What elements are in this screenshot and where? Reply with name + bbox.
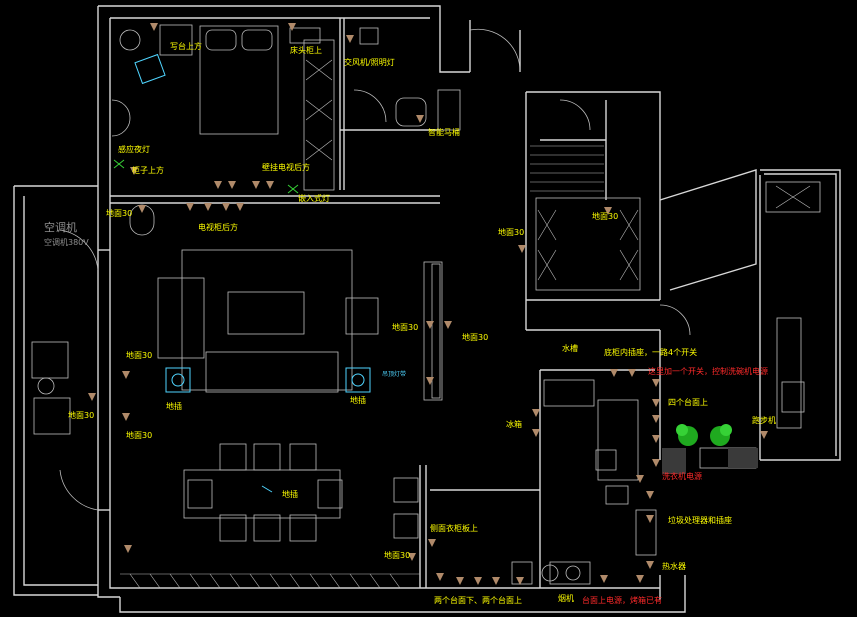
outlet-icon <box>214 181 222 189</box>
outlet-icon <box>130 167 138 175</box>
outlet-icon <box>346 35 354 43</box>
outlet-icon <box>516 577 524 585</box>
outlet-icon <box>518 245 526 253</box>
light-icon <box>134 53 371 493</box>
outlet-icon <box>228 181 236 189</box>
outlet-icon <box>124 545 132 553</box>
outlet-icon <box>288 23 296 31</box>
label-treadmill: 跑步机 <box>752 416 776 425</box>
outlet-icon <box>652 399 660 407</box>
label-bed-head-top: 床头柜上 <box>290 46 322 55</box>
outlet-icon <box>636 475 644 483</box>
label-outlet-30-f: 地面30 <box>126 351 153 360</box>
outlet-icon <box>652 415 660 423</box>
label-cabinet-outlets: 底柜内插座，一路4个开关 <box>604 348 698 357</box>
outlet-icon <box>444 321 452 329</box>
outlet-icon <box>628 369 636 377</box>
outlet-icon <box>88 23 768 585</box>
outlet-icon <box>426 377 434 385</box>
outlet-icon <box>266 181 274 189</box>
outlet-icon <box>252 181 260 189</box>
label-tv-cabinet-back: 电视柜后方 <box>198 223 238 232</box>
outlet-icon <box>600 575 608 583</box>
outlet-icon <box>222 203 230 211</box>
outlet-icon <box>416 115 424 123</box>
label-outlet-30-h: 地面30 <box>126 431 153 440</box>
outlet-icon <box>436 573 444 581</box>
walls <box>13 5 841 613</box>
label-outlet-30-e: 地面30 <box>462 333 489 342</box>
label-ac-unit: 空调机 <box>44 221 77 234</box>
label-cabinet-top: 柜子上方 <box>132 166 164 175</box>
outlet-icon <box>492 577 500 585</box>
label-outlet-30-b: 地面30 <box>498 228 525 237</box>
label-wall-tv-back: 壁挂电视后方 <box>262 163 310 172</box>
label-range-hood: 烟机 <box>558 594 574 603</box>
outlet-icon <box>652 435 660 443</box>
label-water-heater: 热水器 <box>662 562 686 571</box>
outlet-icon <box>610 369 618 377</box>
label-warning-switch: 这里加一个开关，控制洗碗机电源 <box>648 367 768 376</box>
outlet-icon <box>636 575 644 583</box>
furniture <box>31 24 821 585</box>
outlet-icon <box>646 561 654 569</box>
outlet-icon <box>204 203 212 211</box>
plant-icon <box>662 424 758 474</box>
label-exhaust-light: 交风机/照明灯 <box>344 58 395 67</box>
label-washer-power: 洗衣机电源 <box>662 472 702 481</box>
label-fixture-note: 吊顶灯带 <box>382 371 407 378</box>
label-sensor-light: 感应夜灯 <box>118 145 150 154</box>
label-floor-left: 地插 <box>166 402 182 411</box>
label-bedside-light: 嵌入式灯 <box>298 194 330 203</box>
label-outlet-30-i: 地面30 <box>384 551 411 560</box>
outlet-icon <box>646 515 654 523</box>
outlet-icon <box>604 207 612 215</box>
outlet-icon <box>532 429 540 437</box>
outlet-icon <box>186 203 194 211</box>
label-four-countertop: 四个台面上 <box>668 398 708 407</box>
outlet-icon <box>456 577 464 585</box>
outlet-icon <box>426 321 434 329</box>
label-outlet-30-g: 地面30 <box>68 411 95 420</box>
sensor-light-icon <box>113 159 299 194</box>
outlet-icon <box>532 409 540 417</box>
outlet-icon <box>236 203 244 211</box>
label-outlet-30-d: 地面30 <box>392 323 419 332</box>
outlet-icon <box>122 413 130 421</box>
label-outlet-30-c: 地面30 <box>592 212 619 221</box>
stairs <box>120 59 811 589</box>
outlet-icon <box>652 459 660 467</box>
outlet-icon <box>122 371 130 379</box>
label-mixer: 垃圾处理器和插座 <box>668 516 732 525</box>
label-ac-power: 空调机380V <box>44 238 89 247</box>
label-floor-dining: 地插 <box>282 490 298 499</box>
outlet-icon <box>652 379 660 387</box>
outlet-icon <box>474 577 482 585</box>
outlet-icon <box>408 553 416 561</box>
label-outlet-30-a: 地面30 <box>106 209 133 218</box>
label-smart-toilet: 智能马桶 <box>428 128 460 137</box>
outlet-icon <box>760 431 768 439</box>
outlet-icon <box>88 393 96 401</box>
outlet-icon <box>150 23 158 31</box>
label-two-countertops: 两个台面下、两个台面上 <box>434 596 522 605</box>
label-desk-top: 写台上方 <box>170 42 202 51</box>
label-side-cabinet: 侧面衣柜板上 <box>430 524 478 533</box>
outlet-icon <box>428 539 436 547</box>
label-water-purifier: 水槽 <box>562 344 578 353</box>
outlet-icon <box>138 205 146 213</box>
doors <box>59 28 691 511</box>
label-fridge: 冰箱 <box>506 420 522 429</box>
outlet-icon <box>646 491 654 499</box>
label-floor-right: 地插 <box>350 396 366 405</box>
label-warning-oven: 台面上电源，烤箱已有 <box>582 596 662 605</box>
